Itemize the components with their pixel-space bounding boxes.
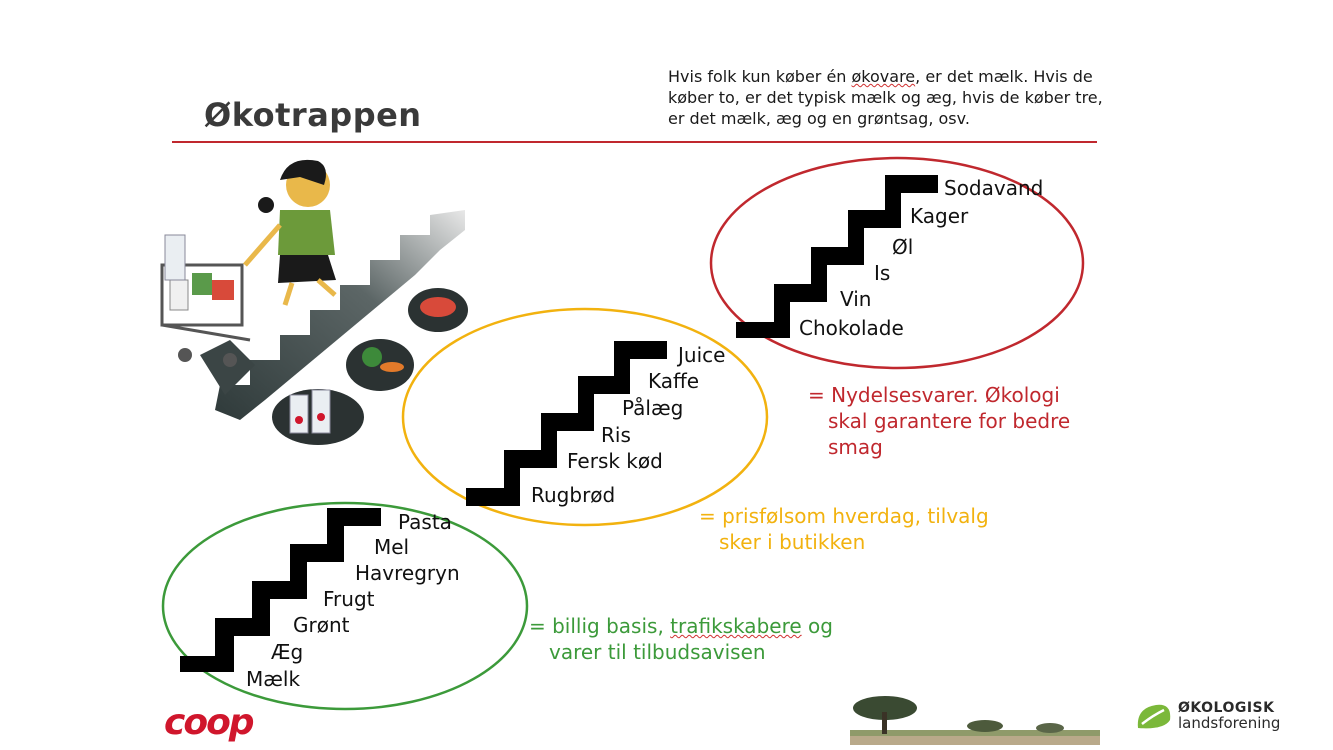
basis-ellipse xyxy=(161,501,529,711)
intro-text: Hvis folk kun køber én økovare, er det m… xyxy=(668,67,1103,128)
header-divider xyxy=(172,141,1097,143)
step-label: Sodavand xyxy=(944,176,1044,200)
vegetable-bowl-icon xyxy=(346,339,414,391)
step-label: Vin xyxy=(840,287,872,311)
step-label: Grønt xyxy=(293,613,350,637)
luxury-ellipse xyxy=(709,156,1085,370)
everyday-description: = prisfølsom hverdag, tilvalg sker i but… xyxy=(699,504,989,554)
coop-logo: coop xyxy=(164,702,255,743)
step-label: Chokolade xyxy=(799,316,904,340)
step-label: Fersk kød xyxy=(567,449,663,473)
step-label: Pasta xyxy=(398,510,452,534)
step-label: Rugbrød xyxy=(531,483,616,507)
cart-icon xyxy=(160,263,244,327)
step-label: Æg xyxy=(271,640,304,664)
step-label: Mælk xyxy=(246,667,301,691)
landsforening-logo-text: landsforening xyxy=(1178,714,1281,732)
step-label: Frugt xyxy=(323,587,375,611)
step-label: Ris xyxy=(601,423,631,447)
basis-description: = billig basis, trafikskabere og varer t… xyxy=(529,614,833,664)
bottom-staircase-icon xyxy=(180,508,381,672)
stairs-shape xyxy=(215,210,465,420)
step-label: Juice xyxy=(678,343,726,367)
shopper-stairs-illustration xyxy=(160,159,468,445)
everyday-ellipse xyxy=(401,307,769,527)
step-label: Mel xyxy=(374,535,410,559)
top-staircase-icon xyxy=(736,175,938,338)
slide-title: Økotrappen xyxy=(204,96,422,134)
okologisk-leaf-icon xyxy=(1137,704,1171,729)
step-label: Øl xyxy=(892,235,914,259)
okologisk-logo-text: ØKOLOGISK xyxy=(1178,700,1275,716)
luxury-description: = Nydelsesvarer. Økologi skal garantere … xyxy=(808,383,1071,459)
landscape-tree-image xyxy=(850,696,1100,745)
step-label: Havregryn xyxy=(355,561,460,585)
step-label: Is xyxy=(874,261,891,285)
middle-staircase-icon xyxy=(466,341,667,506)
step-label: Pålæg xyxy=(622,396,684,420)
step-label: Kager xyxy=(910,204,969,228)
step-label: Kaffe xyxy=(648,369,700,393)
